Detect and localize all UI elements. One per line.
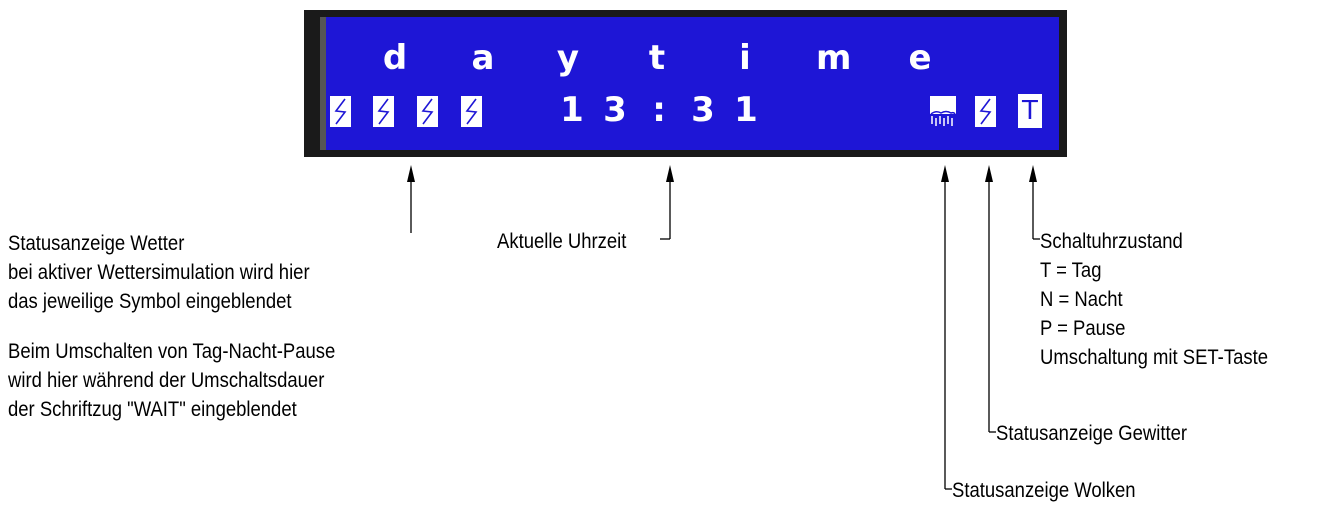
arrow-icon <box>941 165 949 182</box>
annotation-line: Schaltuhrzustand <box>1040 230 1183 253</box>
annotation-line: Umschaltung mit SET-Taste <box>1040 346 1269 369</box>
time-char: 1 <box>560 90 584 130</box>
title-char: e <box>908 38 932 78</box>
annotation-line: P = Pause <box>1040 317 1126 340</box>
annotation-line: Beim Umschalten von Tag-Nacht-Pause <box>8 340 336 363</box>
clouds-annotation: Statusanzeige Wolken <box>952 479 1136 502</box>
timer-state-box: T <box>1018 94 1042 128</box>
lightning-icon <box>975 96 996 127</box>
timer-annotation: Schaltuhrzustand T = Tag N = Nacht P = P… <box>1040 227 1268 372</box>
annotation-line: Statusanzeige Wetter <box>8 232 185 255</box>
time-annotation: Aktuelle Uhrzeit <box>497 230 627 253</box>
lightning-icon <box>461 96 482 127</box>
weather-annotation: Statusanzeige Wetter bei aktiver Wetters… <box>8 229 335 424</box>
annotation-line: bei aktiver Wettersimulation wird hier <box>8 261 310 284</box>
annotation-line <box>8 316 335 337</box>
time-char: 3 <box>603 90 627 130</box>
annotation-line: der Schriftzug "WAIT" eingeblendet <box>8 398 297 421</box>
title-char: d <box>382 38 408 78</box>
arrow-icon <box>407 165 415 182</box>
arrow-icon <box>666 165 674 182</box>
arrow-icon <box>1029 165 1037 182</box>
annotation-line: das jeweilige Symbol eingeblendet <box>8 290 292 313</box>
lcd-screen <box>320 17 1059 150</box>
time-char: 3 <box>691 90 715 130</box>
title-char: t <box>648 38 666 78</box>
title-char: y <box>556 38 580 78</box>
title-char: m <box>816 38 852 78</box>
annotation-line: wird hier während der Umschaltsdauer <box>8 369 325 392</box>
title-char: i <box>739 38 751 78</box>
lightning-icon <box>373 96 394 127</box>
lightning-icon <box>330 96 351 127</box>
time-char: : <box>652 90 666 130</box>
annotation-line: T = Tag <box>1040 259 1102 282</box>
time-char: 1 <box>734 90 758 130</box>
storm-annotation: Statusanzeige Gewitter <box>996 422 1188 445</box>
annotation-line: N = Nacht <box>1040 288 1123 311</box>
title-char: a <box>471 38 495 78</box>
arrow-icon <box>985 165 993 182</box>
lightning-icon <box>417 96 438 127</box>
cloud-icon <box>930 96 956 127</box>
